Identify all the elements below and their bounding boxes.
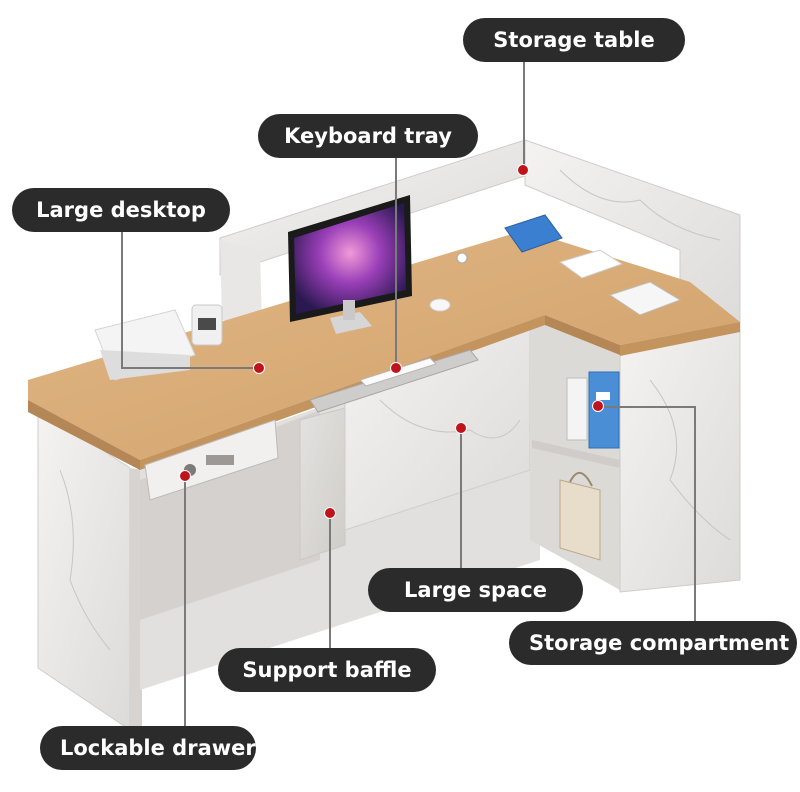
lockable-drawer-marker [179,470,191,482]
large-desktop-leader-v [121,232,123,368]
desk-speaker [191,304,223,346]
left-end-panel [37,407,142,732]
support-baffle-label: Support baffle [218,648,436,692]
keyboard-tray-label: Keyboard tray [258,114,478,158]
keyboard-tray-marker [390,362,402,374]
large-desktop-label: Large desktop [12,188,230,232]
large-desktop-leader-h [121,367,259,369]
desk-notepad [558,249,624,279]
lockable-drawer-label: Lockable drawer [40,726,256,770]
large-desktop-marker [253,362,265,374]
computer-monitor [288,195,412,334]
support-baffle-panel [299,407,346,561]
support-baffle-leader [329,514,331,652]
large-space-marker [455,422,467,434]
cable-grommet [456,252,468,264]
keyboard-tray-leader [395,158,397,368]
storage-table-leader [523,62,525,170]
lockable-drawer-leader [184,478,186,728]
storage-compartment-label: Storage compartment [509,621,797,665]
storage-table-marker [517,164,529,176]
storage-compartment-leader-h [597,406,694,408]
storage-cabinet [530,310,741,593]
storage-table-label: Storage table [463,18,685,62]
printer [94,309,196,381]
support-baffle-marker [324,507,336,519]
computer-mouse [429,298,451,312]
open-book [608,281,682,316]
lockable-drawer-box [144,419,279,501]
storage-compartment-marker [592,400,604,412]
large-space-label: Large space [368,568,583,612]
storage-compartment-leader-v [694,406,696,624]
desk-calculator [504,214,563,253]
large-space-leader [460,430,462,570]
